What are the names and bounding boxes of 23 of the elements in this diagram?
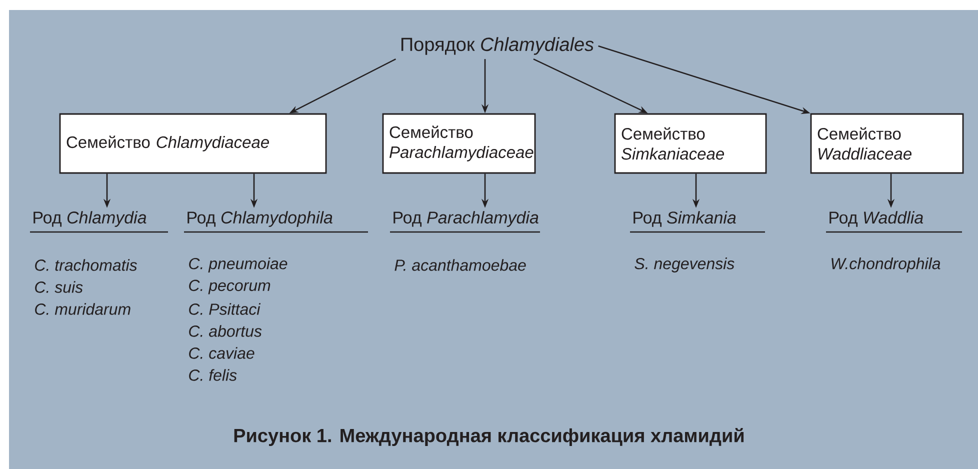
species-name: W.chondrophila xyxy=(832,258,940,272)
order-label: Порядок Chlamydiales xyxy=(401,37,594,55)
genus-label: Род Chlamydophila xyxy=(184,211,368,233)
family-box: Семейство Waddliaceae xyxy=(810,113,964,174)
species-name: C. pecorum xyxy=(189,280,270,294)
species-name: C. trachomatis xyxy=(35,259,137,271)
family-box: Семейство Simkaniaceae xyxy=(614,113,767,174)
species-name: P. acanthamoebae xyxy=(394,259,526,271)
figure-caption: Рисунок 1. Международная классификация хламидий xyxy=(234,428,744,446)
species-name: C. muridarum xyxy=(35,303,130,315)
family-box: Семейство Parachlamydiaceae xyxy=(382,113,536,174)
species-name: C. pneumoiae xyxy=(189,258,288,272)
species-name: C. caviae xyxy=(189,347,254,359)
genus-label: Род Waddlia xyxy=(826,211,962,233)
species-name: S. negevensis xyxy=(634,258,734,272)
genus-label: Род Simkania xyxy=(630,211,765,233)
family-box: Семейство Chlamydiaceae xyxy=(59,113,327,174)
species-name: C. abortus xyxy=(189,325,262,337)
species-name: C. Psittaci xyxy=(189,303,261,315)
genus-label: Род Parachlamydia xyxy=(390,211,540,233)
species-name: C. suis xyxy=(35,281,83,293)
genus-label: Род Chlamydia xyxy=(30,211,168,233)
species-name: C. felis xyxy=(189,369,237,381)
